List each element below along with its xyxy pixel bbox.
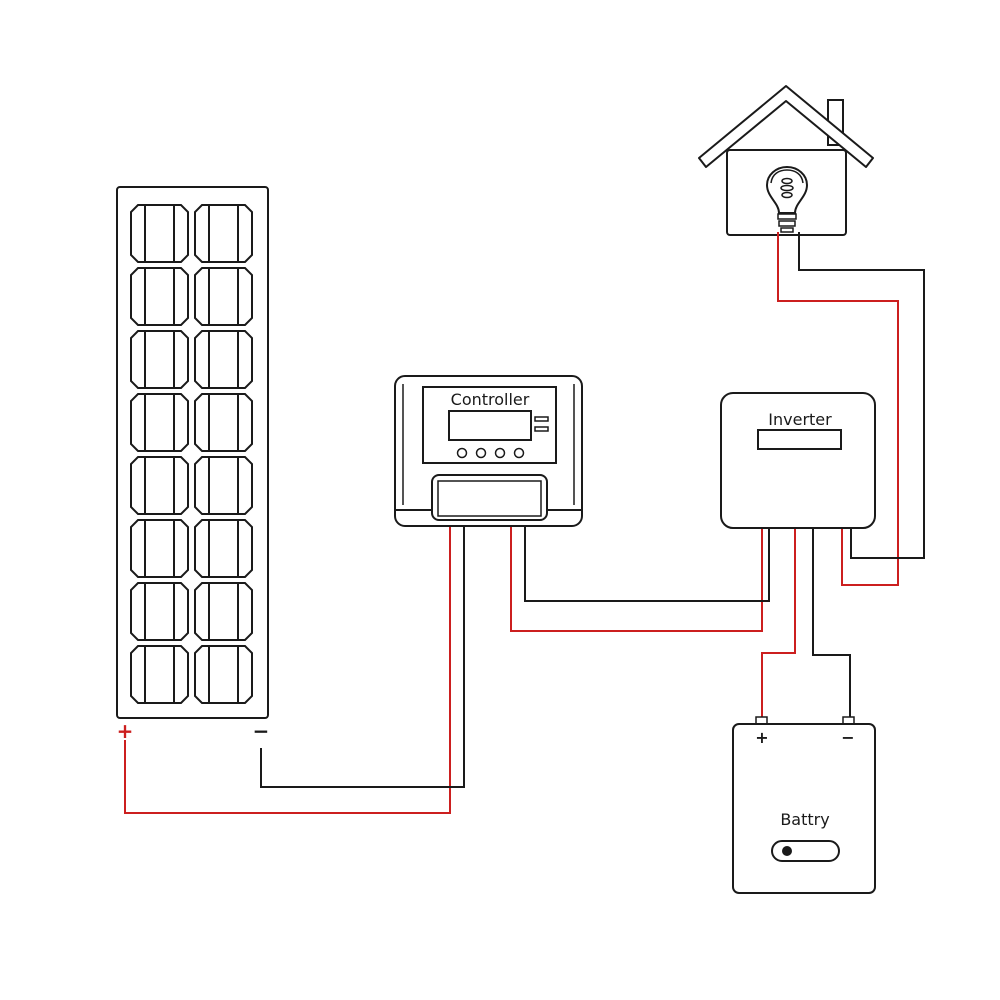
battery-label: Battry — [780, 810, 829, 829]
solar-cell — [194, 456, 253, 515]
solar-cell — [130, 393, 189, 452]
controller-button-3 — [494, 447, 506, 459]
battery-body — [732, 723, 876, 894]
solar-panel: + − — [116, 186, 270, 743]
inverter-body — [720, 392, 876, 529]
solar-cell — [194, 204, 253, 263]
controller-indicator-bottom — [534, 426, 549, 432]
solar-cell — [194, 582, 253, 641]
solar-cell — [130, 582, 189, 641]
controller-inverter-negative-wire — [524, 527, 770, 602]
solar-cell — [130, 204, 189, 263]
inverter-battery-negative-wire — [812, 529, 851, 717]
solar-cells — [130, 204, 253, 704]
inverter: Inverter — [720, 392, 876, 529]
solar-cell — [194, 267, 253, 326]
battery: + − Battry — [732, 716, 876, 894]
controller-button-1 — [456, 447, 468, 459]
inverter-battery-positive-wire — [761, 529, 796, 717]
house — [698, 85, 874, 236]
controller-button-4 — [513, 447, 525, 459]
solar-negative-wire — [260, 527, 465, 788]
inverter-house-positive-wire — [777, 232, 899, 586]
solar-positive-terminal-label: + — [117, 719, 134, 743]
battery-negative-label: − — [841, 728, 854, 747]
solar-cell — [130, 267, 189, 326]
battery-indicator-dot — [782, 846, 792, 856]
inverter-house-negative-wire — [798, 232, 925, 559]
controller-terminal-window — [437, 480, 542, 517]
controller-display — [448, 410, 532, 441]
controller-indicator-top — [534, 416, 549, 422]
controller-label: Controller — [451, 390, 530, 409]
solar-cell — [194, 645, 253, 704]
solar-cell — [130, 645, 189, 704]
controller-button-2 — [475, 447, 487, 459]
charge-controller: Controller — [394, 375, 583, 527]
solar-cell — [194, 393, 253, 452]
light-bulb-icon — [765, 165, 809, 233]
inverter-label: Inverter — [768, 410, 832, 429]
battery-indicator-slot — [771, 840, 840, 862]
battery-positive-label: + — [755, 728, 768, 747]
solar-positive-wire — [124, 527, 451, 814]
solar-cell — [130, 330, 189, 389]
solar-cell — [194, 519, 253, 578]
solar-cell — [130, 519, 189, 578]
inverter-display — [757, 429, 842, 450]
solar-cell — [130, 456, 189, 515]
house-roof — [698, 85, 874, 168]
wires — [124, 232, 925, 814]
solar-negative-terminal-label: − — [253, 719, 270, 743]
solar-cell — [194, 330, 253, 389]
controller-inverter-positive-wire — [510, 527, 763, 632]
